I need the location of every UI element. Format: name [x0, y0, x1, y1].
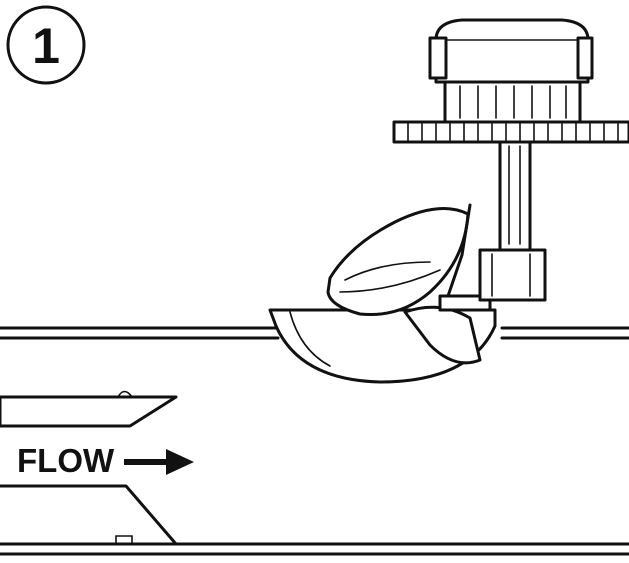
- coupling-shade: [491, 253, 531, 297]
- mounting-flange: [392, 120, 629, 144]
- pipe-top-wall: [0, 326, 629, 340]
- paddle-vane-line-2: [339, 269, 441, 293]
- pipe-bottom-wall-lines: [0, 542, 629, 556]
- flow-arrow-icon: [124, 449, 194, 475]
- flow-indicator: FLOW: [17, 442, 194, 479]
- step-badge-circle: [6, 5, 86, 85]
- upper-plate-bump: [117, 390, 133, 398]
- housing-cap: [434, 18, 590, 84]
- paddle-blade: [326, 203, 492, 365]
- upstream-plates: [0, 390, 178, 546]
- pipe-top-wall-left: [0, 326, 280, 340]
- lower-plate: [0, 484, 178, 546]
- paddle-lower-vane: [403, 305, 482, 365]
- flow-label: FLOW: [17, 442, 115, 479]
- step-number: 1: [32, 18, 60, 74]
- housing-ribs: [459, 85, 567, 119]
- paddle-upper-vane: [326, 207, 470, 317]
- shaft-highlight: [508, 145, 521, 245]
- housing-body: [443, 80, 582, 124]
- flange-knurl: [407, 123, 619, 141]
- upper-plate: [0, 395, 178, 428]
- pipe-top-wall-right: [500, 326, 629, 340]
- paddle-hub: [438, 294, 492, 312]
- paddle-vane-line-1: [344, 261, 431, 281]
- pipe-bottom-nub: [115, 535, 133, 545]
- switch-housing: [428, 18, 594, 124]
- flange-plate: [392, 120, 629, 144]
- step-badge: 1: [6, 5, 86, 85]
- sensor-cup-shade: [289, 311, 331, 367]
- pipe-bottom-wall: [0, 535, 629, 556]
- shaft-body: [498, 138, 532, 252]
- housing-right-tab: [576, 36, 594, 80]
- paddle-edge: [446, 203, 472, 298]
- housing-left-tab: [428, 36, 448, 80]
- shaft-coupling: [478, 248, 547, 302]
- shaft: [498, 138, 532, 252]
- coupling-body: [478, 248, 547, 302]
